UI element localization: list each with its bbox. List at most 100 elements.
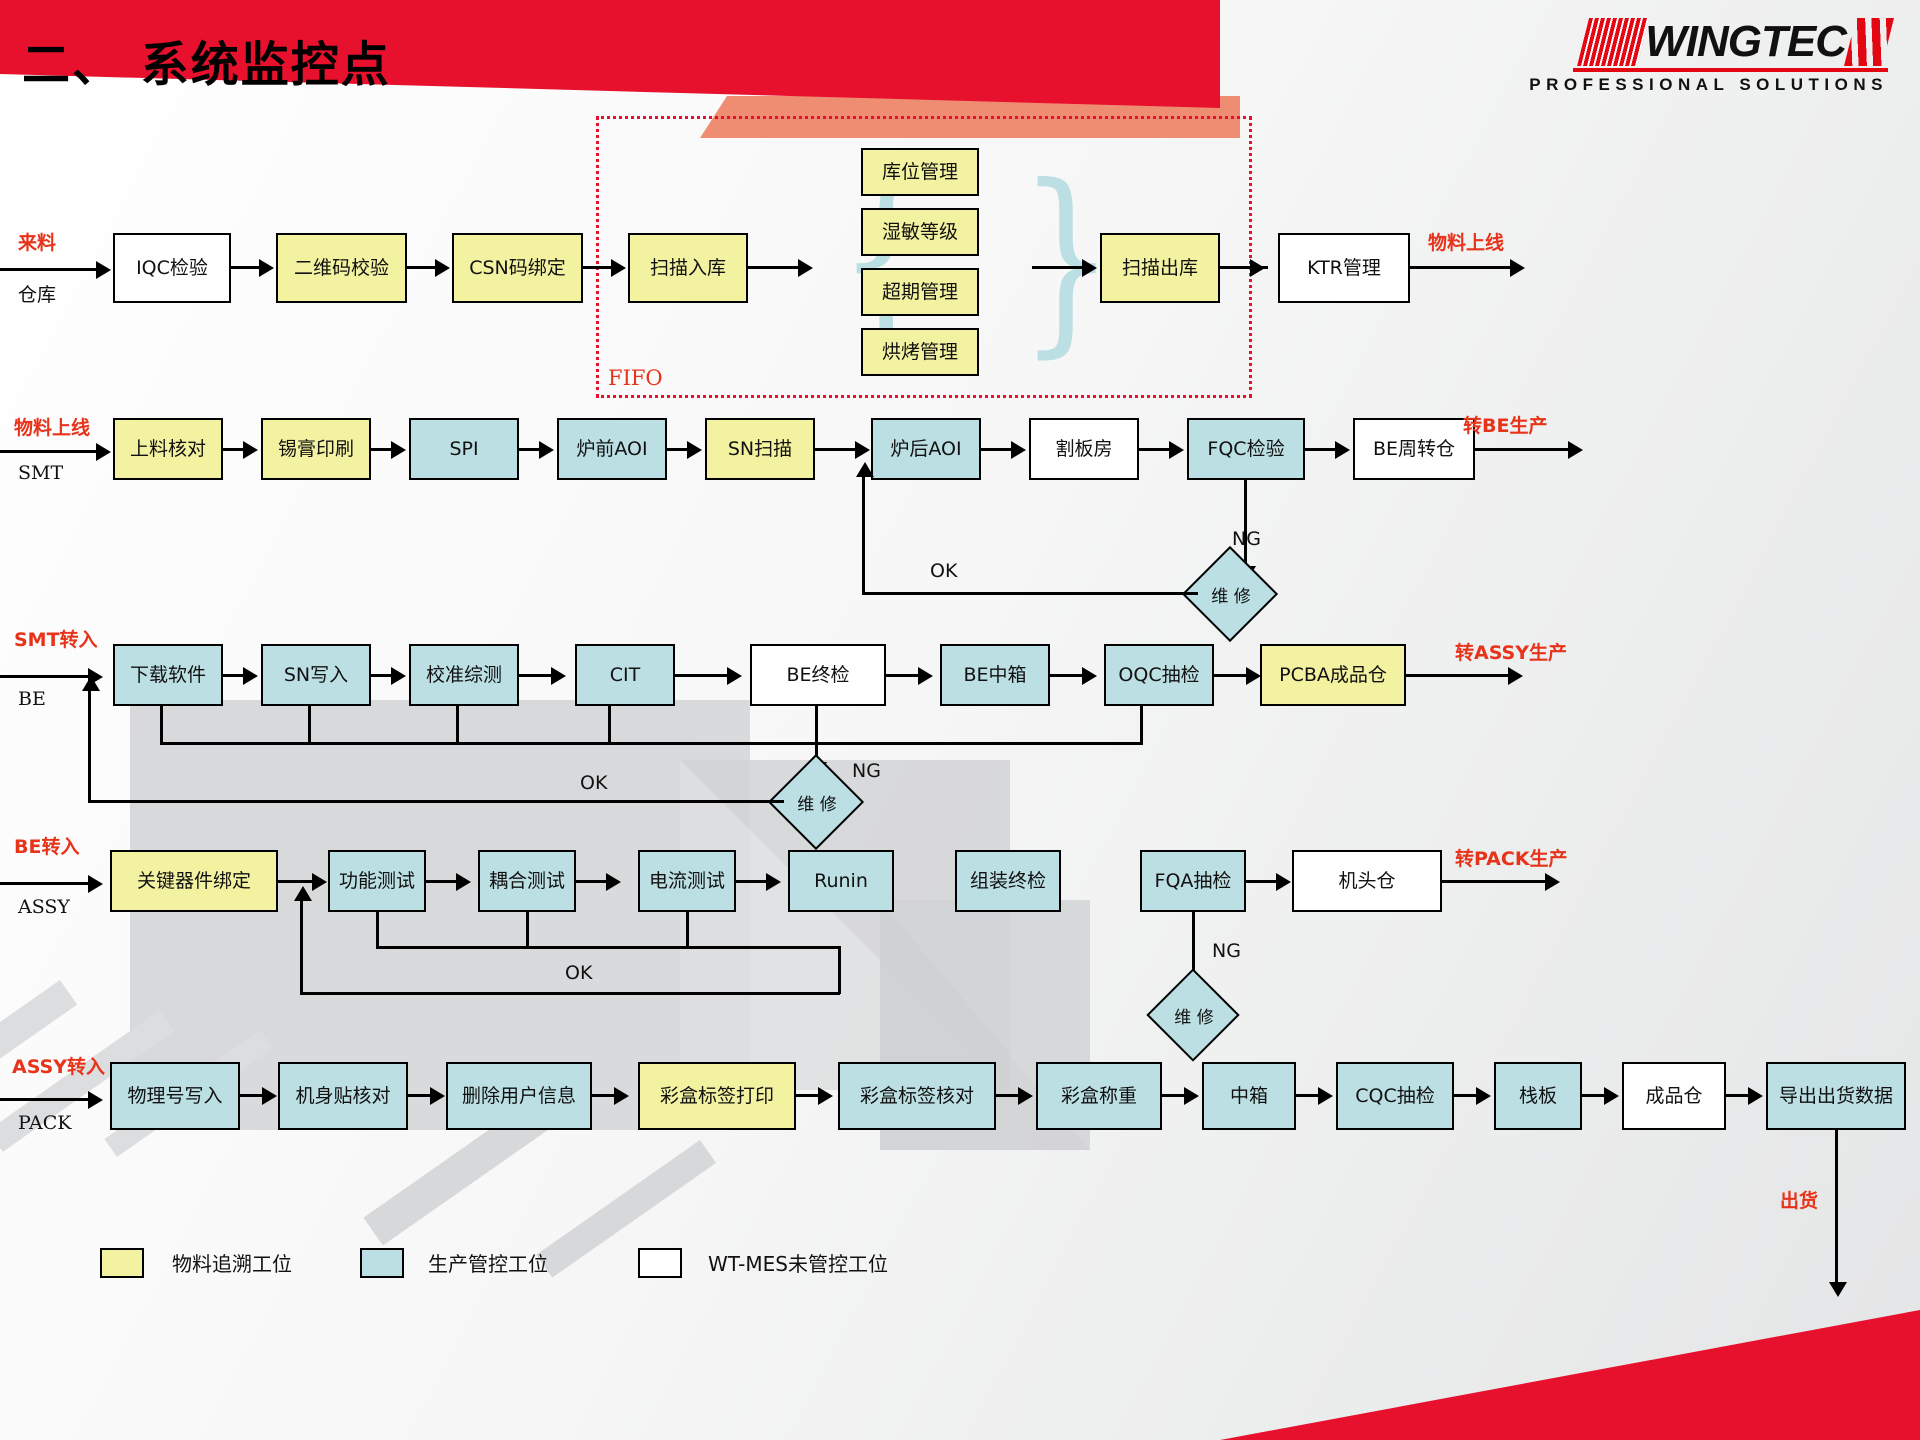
- node-fqa-sampling[interactable]: FQA抽检: [1140, 850, 1246, 912]
- node-board-cutting[interactable]: 割板房: [1029, 418, 1139, 480]
- node-headstock-warehouse[interactable]: 机头仓: [1292, 850, 1442, 912]
- node-baking-mgmt[interactable]: 烘烤管理: [861, 328, 979, 376]
- assy-tap-3: [686, 912, 689, 948]
- fifo-region: [596, 116, 1252, 398]
- assy-entry-line: [0, 882, 88, 885]
- node-be-transfer-warehouse[interactable]: BE周转仓: [1353, 418, 1475, 480]
- link-a3: [576, 880, 610, 883]
- smt-in-label: 物料上线: [14, 417, 91, 439]
- node-material-check[interactable]: 上料核对: [113, 418, 223, 480]
- node-color-box-label-check[interactable]: 彩盒标签核对: [838, 1062, 996, 1130]
- arrow-b6-icon: [1082, 667, 1097, 685]
- node-sn-write[interactable]: SN写入: [261, 644, 371, 706]
- node-csn-binding[interactable]: CSN码绑定: [452, 233, 583, 303]
- node-cit[interactable]: CIT: [575, 644, 675, 706]
- arrow-s9-icon: [1568, 441, 1583, 459]
- arrow-a2-icon: [456, 873, 471, 891]
- node-ktr-mgmt[interactable]: KTR管理: [1278, 233, 1410, 303]
- node-pre-reflow-aoi[interactable]: 炉前AOI: [557, 418, 667, 480]
- node-be-final-inspection[interactable]: BE终检: [750, 644, 886, 706]
- node-finished-goods-warehouse[interactable]: 成品仓: [1622, 1062, 1726, 1130]
- link-a4: [736, 880, 770, 883]
- assy-ok-line-drop: [838, 946, 841, 994]
- pack-entry-line: [0, 1098, 88, 1101]
- node-location-mgmt[interactable]: 库位管理: [861, 148, 979, 196]
- node-fqc-inspection[interactable]: FQC检验: [1187, 418, 1305, 480]
- link-b7: [1214, 674, 1250, 677]
- node-spi[interactable]: SPI: [409, 418, 519, 480]
- node-solder-printing[interactable]: 锡膏印刷: [261, 418, 371, 480]
- node-export-shipping-data[interactable]: 导出出货数据: [1766, 1062, 1906, 1130]
- arrow-p4-icon: [818, 1087, 833, 1105]
- node-moisture-level[interactable]: 湿敏等级: [861, 208, 979, 256]
- link-b1: [223, 674, 247, 677]
- arrow-p2-icon: [430, 1087, 445, 1105]
- node-qr-verify[interactable]: 二维码校验: [276, 233, 407, 303]
- assy-ng-label: NG: [1212, 940, 1241, 962]
- arrow-b2-icon: [391, 667, 406, 685]
- smt-ng-label: NG: [1232, 528, 1261, 550]
- link-s6: [981, 448, 1015, 451]
- arrow-w2-icon: [435, 259, 450, 277]
- be-stage-label: BE: [18, 688, 46, 710]
- node-current-test[interactable]: 电流测试: [638, 850, 736, 912]
- arrow-a6-icon: [1545, 873, 1560, 891]
- node-expiry-mgmt[interactable]: 超期管理: [861, 268, 979, 316]
- warehouse-entry-line: [0, 268, 96, 271]
- be-ok-arrow-icon: [82, 676, 100, 691]
- link-p4: [796, 1094, 822, 1097]
- assy-entry-arrow-icon: [88, 875, 103, 893]
- be-in-label: SMT转入: [14, 629, 98, 651]
- node-cqc-sampling[interactable]: CQC抽检: [1336, 1062, 1454, 1130]
- arrow-b4-icon: [727, 667, 742, 685]
- arrow-p8-icon: [1476, 1087, 1491, 1105]
- node-scan-out[interactable]: 扫描出库: [1100, 233, 1220, 303]
- node-post-reflow-aoi[interactable]: 炉后AOI: [871, 418, 981, 480]
- link-b2: [371, 674, 395, 677]
- node-download-software[interactable]: 下载软件: [113, 644, 223, 706]
- link-w1: [231, 266, 263, 269]
- arrow-b3-icon: [551, 667, 566, 685]
- node-calibration-test[interactable]: 校准综测: [409, 644, 519, 706]
- node-function-test[interactable]: 功能测试: [328, 850, 426, 912]
- link-p1: [240, 1094, 266, 1097]
- node-body-label-check[interactable]: 机身贴核对: [278, 1062, 408, 1130]
- node-pallet[interactable]: 栈板: [1494, 1062, 1582, 1130]
- link-w7: [1410, 266, 1510, 269]
- smt-stage-label: SMT: [18, 462, 64, 484]
- legend-swatch-unmanaged: [638, 1248, 682, 1278]
- warehouse-in-label: 来料: [18, 232, 57, 254]
- node-scan-in[interactable]: 扫描入库: [628, 233, 748, 303]
- arrow-p1-icon: [262, 1087, 277, 1105]
- legend-swatch-material-trace: [100, 1248, 144, 1278]
- node-iqc-inspection[interactable]: IQC检验: [113, 233, 231, 303]
- smt-repair-label: 维 修: [1211, 586, 1251, 607]
- node-color-box-weighing[interactable]: 彩盒称重: [1036, 1062, 1162, 1130]
- arrow-s8-icon: [1335, 441, 1350, 459]
- node-coupling-test[interactable]: 耦合测试: [478, 850, 576, 912]
- node-delete-user-info[interactable]: 删除用户信息: [446, 1062, 592, 1130]
- arrow-s2-icon: [391, 441, 406, 459]
- node-sn-scan[interactable]: SN扫描: [705, 418, 815, 480]
- node-key-part-binding[interactable]: 关键器件绑定: [110, 850, 278, 912]
- assy-ok-line-h: [300, 992, 840, 995]
- node-assembly-final-inspection[interactable]: 组装终检: [955, 850, 1061, 912]
- link-s7: [1139, 448, 1173, 451]
- arrow-s7-icon: [1169, 441, 1184, 459]
- node-physical-id-write[interactable]: 物理号写入: [110, 1062, 240, 1130]
- node-color-box-label-print[interactable]: 彩盒标签打印: [638, 1062, 796, 1130]
- be-tap-1: [160, 706, 163, 744]
- node-pcba-finished-warehouse[interactable]: PCBA成品仓: [1260, 644, 1406, 706]
- arrow-p9-icon: [1604, 1087, 1619, 1105]
- node-be-boxing[interactable]: BE中箱: [940, 644, 1050, 706]
- arrow-s5-icon: [855, 441, 870, 459]
- arrow-a5-icon: [1276, 873, 1291, 891]
- legend-label-production-control: 生产管控工位: [428, 1252, 548, 1276]
- arrow-b8-icon: [1508, 667, 1523, 685]
- be-ok-label: OK: [580, 772, 608, 794]
- node-oqc-sampling[interactable]: OQC抽检: [1104, 644, 1214, 706]
- fifo-brace-right-icon: }: [1018, 143, 1115, 376]
- node-runin[interactable]: Runin: [788, 850, 894, 912]
- arrow-s6-icon: [1011, 441, 1026, 459]
- node-carton[interactable]: 中箱: [1202, 1062, 1296, 1130]
